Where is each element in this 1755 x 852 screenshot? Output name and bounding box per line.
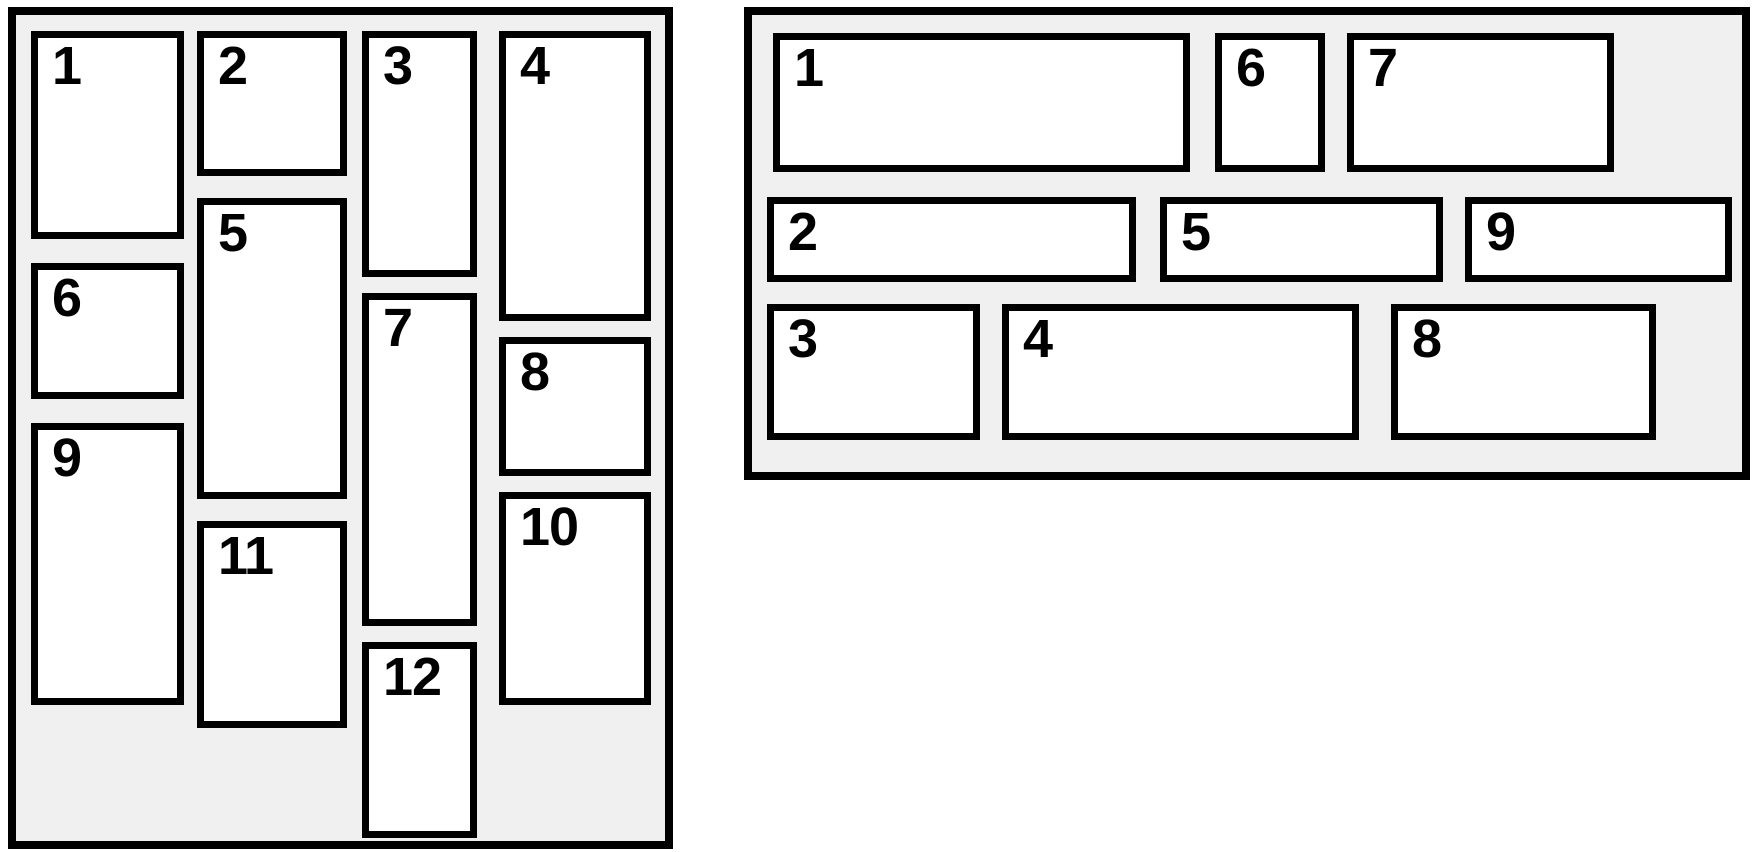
box-label: 5 [1181, 202, 1211, 262]
masonry-box-5: 5 [1160, 197, 1443, 282]
masonry-box-12: 12 [362, 642, 477, 838]
masonry-box-4: 4 [1002, 304, 1359, 440]
box-label: 9 [1486, 202, 1516, 262]
masonry-box-4: 4 [499, 31, 651, 321]
masonry-box-8: 8 [499, 337, 651, 476]
box-label: 11 [218, 526, 274, 586]
box-label: 8 [1412, 309, 1442, 369]
masonry-box-3: 3 [767, 304, 980, 440]
box-label: 6 [52, 268, 82, 328]
box-label: 2 [788, 202, 818, 262]
box-label: 1 [52, 36, 82, 96]
box-label: 4 [1023, 309, 1053, 369]
masonry-box-9: 9 [31, 423, 184, 705]
masonry-box-2: 2 [197, 31, 347, 176]
box-label: 9 [52, 428, 82, 488]
masonry-box-5: 5 [197, 198, 347, 499]
box-label: 7 [1368, 38, 1398, 98]
box-label: 8 [520, 342, 550, 402]
masonry-box-8: 8 [1391, 304, 1656, 440]
masonry-box-2: 2 [767, 197, 1136, 282]
masonry-box-1: 1 [31, 31, 184, 239]
masonry-box-9: 9 [1465, 197, 1732, 282]
masonry-box-6: 6 [31, 263, 184, 399]
box-label: 3 [383, 36, 413, 96]
masonry-box-11: 11 [197, 521, 347, 728]
box-label: 3 [788, 309, 818, 369]
box-label: 12 [383, 647, 442, 707]
masonry-box-10: 10 [499, 492, 651, 705]
box-label: 10 [520, 497, 579, 557]
masonry-box-7: 7 [362, 293, 477, 626]
box-label: 5 [218, 203, 248, 263]
masonry-box-3: 3 [362, 31, 477, 277]
masonry-box-6: 6 [1215, 33, 1325, 172]
box-label: 4 [520, 36, 550, 96]
box-label: 6 [1236, 38, 1266, 98]
masonry-box-1: 1 [773, 33, 1190, 172]
box-label: 7 [383, 298, 413, 358]
masonry-box-7: 7 [1347, 33, 1614, 172]
box-label: 1 [794, 38, 824, 98]
box-label: 2 [218, 36, 248, 96]
